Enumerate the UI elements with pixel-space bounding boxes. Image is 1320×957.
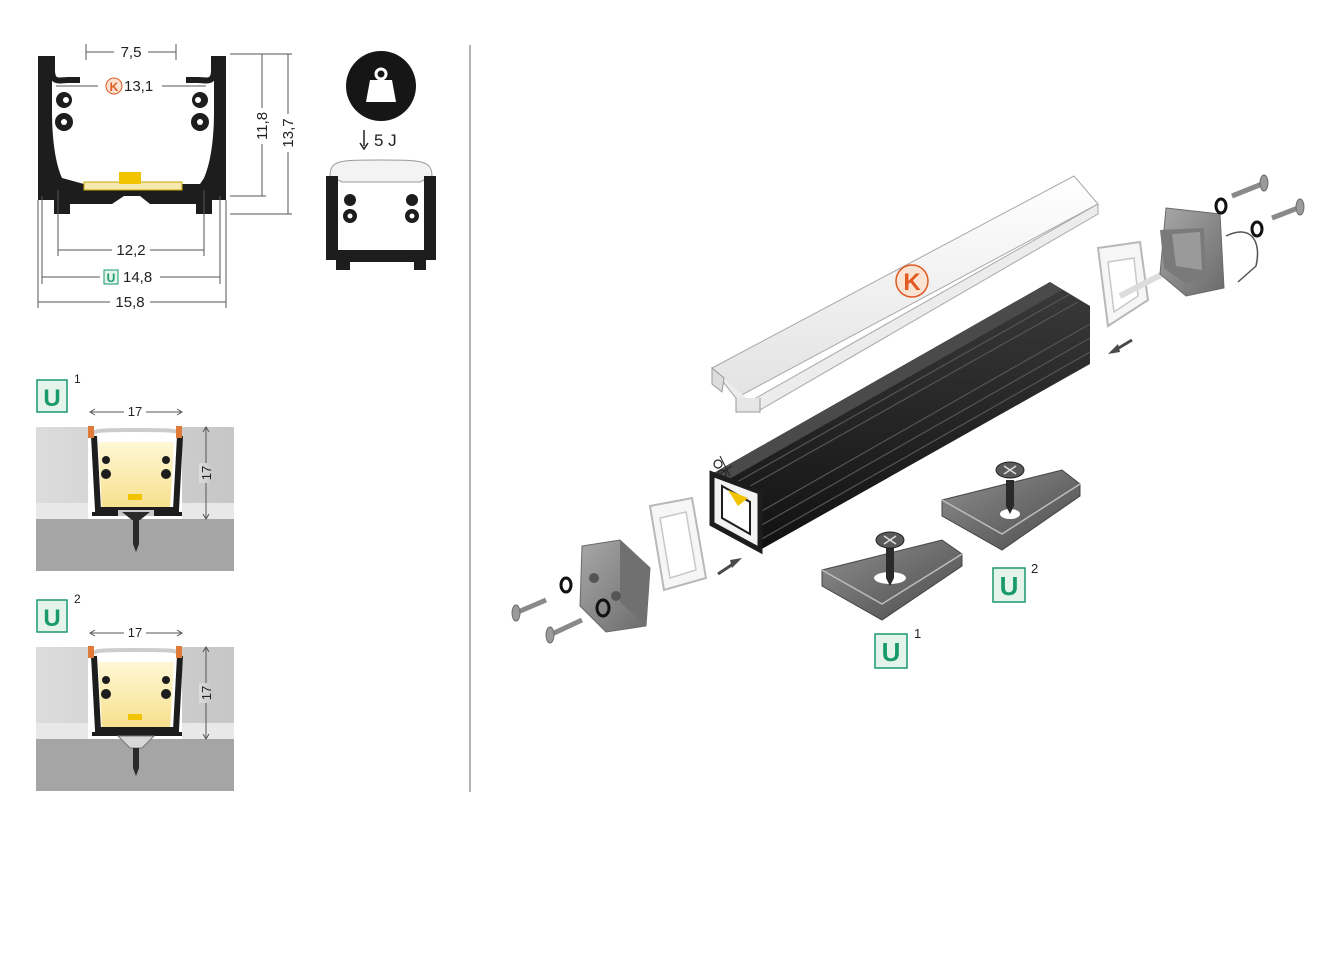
dim-u-value: 14,8	[123, 269, 152, 286]
marker-u-small: U	[103, 269, 119, 285]
marker-u-clip-2: U	[992, 567, 1026, 603]
dim-total-width: 15,8	[115, 294, 144, 311]
mounting-clip-2	[941, 461, 1081, 551]
washer-left-1	[559, 576, 573, 594]
arrow-right-insert	[1108, 338, 1133, 354]
mounting-1-height: 17	[199, 466, 214, 480]
arrow-left-insert	[717, 558, 742, 576]
svg-text:K: K	[903, 269, 921, 296]
led-chip	[119, 172, 141, 184]
mounting-clip-1	[821, 531, 963, 621]
marker-k-label: K	[110, 80, 119, 94]
dimension-lines	[37, 44, 292, 308]
washer-right-1	[1214, 197, 1228, 215]
mounting-variant-2: U 2 17 17	[36, 592, 234, 791]
washer-right-2	[1250, 220, 1264, 238]
end-cap-right	[1159, 207, 1259, 297]
screw-right-1	[1231, 174, 1269, 199]
scissors-icon	[713, 459, 723, 469]
svg-text:U: U	[43, 605, 60, 632]
profile-with-diffuser	[326, 159, 436, 270]
gasket-left	[648, 496, 708, 592]
mounting-2-height: 17	[199, 686, 214, 700]
svg-text:U: U	[882, 637, 901, 667]
impact-arrow	[359, 130, 369, 151]
screw-left-2	[545, 617, 584, 644]
dim-height-inner: 11,8	[254, 112, 271, 140]
end-cap-left	[579, 539, 651, 633]
dim-top-inner: 7,5	[121, 44, 142, 61]
mounting-1-width: 17	[128, 404, 142, 419]
gasket-right	[1096, 240, 1150, 328]
profile-cross-section	[38, 56, 226, 214]
marker-k-large: K	[895, 264, 929, 298]
mounting-variant-1: U 1 17 17	[36, 372, 234, 571]
dim-k-value: 13,1	[124, 78, 153, 95]
screw-left-1	[511, 597, 547, 622]
impact-value: 5 J	[374, 131, 397, 150]
clip-2-index: 2	[1031, 561, 1038, 576]
marker-u-2-index: 2	[74, 592, 81, 606]
dim-bottom-inner: 12,2	[116, 242, 145, 259]
mounting-2-width: 17	[128, 625, 142, 640]
marker-u-label: U	[107, 271, 116, 285]
aluminium-profile	[709, 282, 1091, 555]
marker-u-2: U	[36, 599, 68, 633]
dim-height-outer: 13,7	[280, 118, 297, 147]
washer-left-2	[595, 598, 611, 618]
clip-1-index: 1	[914, 626, 921, 641]
screw-right-2	[1271, 198, 1305, 221]
marker-u-clip-1: U	[874, 633, 908, 669]
marker-k-small: K	[105, 77, 123, 95]
marker-u-1: U	[36, 379, 68, 413]
marker-u-1-index: 1	[74, 372, 81, 386]
svg-text:U: U	[43, 385, 60, 412]
svg-text:U: U	[1000, 571, 1019, 601]
weight-icon	[346, 51, 416, 121]
